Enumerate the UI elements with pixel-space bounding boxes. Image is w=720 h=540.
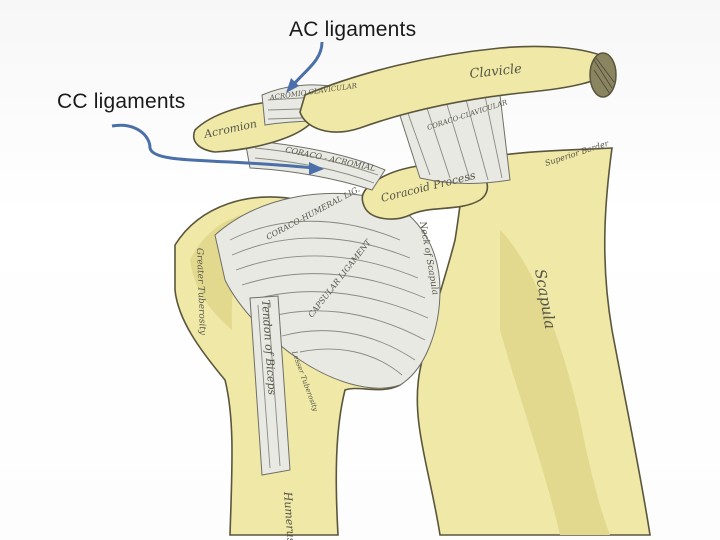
label-clavicle: Clavicle (469, 62, 523, 82)
biceps-tendon (249, 295, 291, 476)
coraco-clavicular-fibers (404, 95, 503, 181)
label-greater-tuberosity: Greater Tuberosity (194, 248, 207, 336)
ac-ligaments-arrow (286, 41, 324, 93)
cc-ligaments-callout: CC ligaments (57, 90, 186, 113)
clavicle-end (589, 52, 617, 98)
label-humerus: Humerus (281, 490, 298, 540)
ac-ligaments-callout: AC ligaments (289, 18, 417, 41)
cc-ligaments-arrow (111, 123, 324, 175)
capsular-ligament-fibers (229, 220, 429, 376)
clavicle-hatching (593, 57, 615, 95)
